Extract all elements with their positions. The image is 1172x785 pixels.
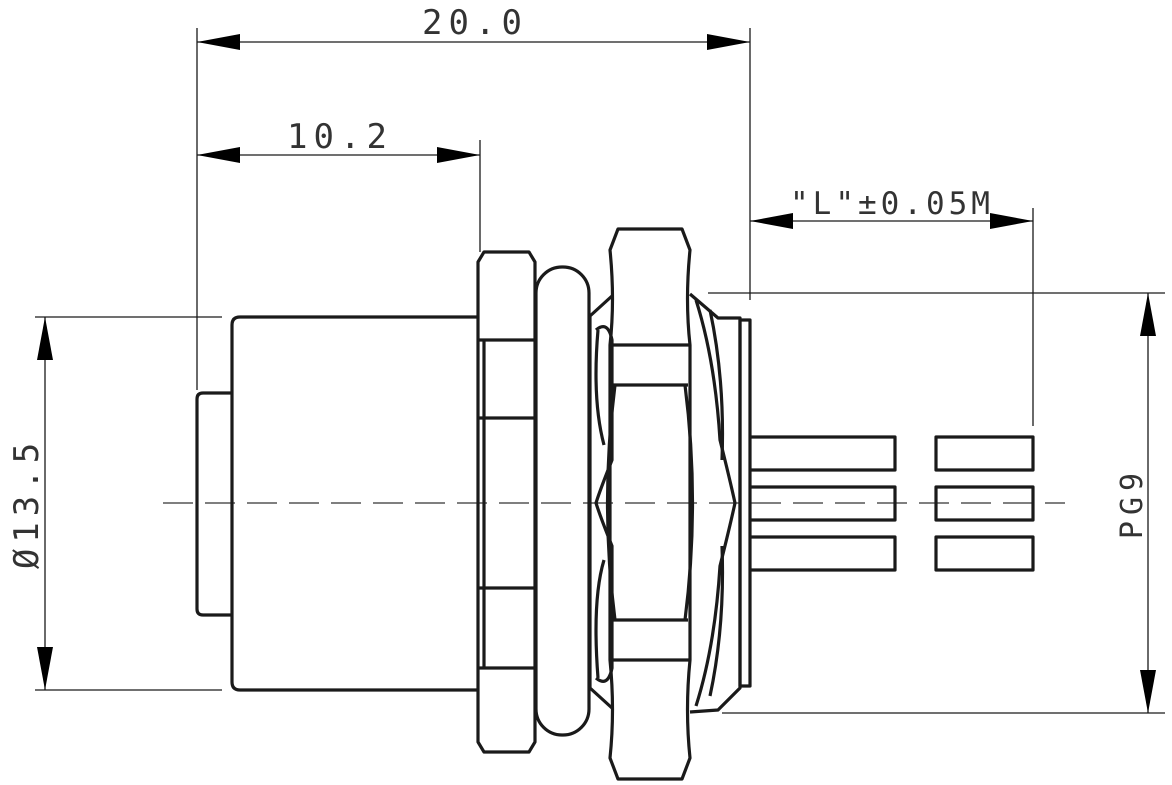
o-ring (534, 265, 591, 737)
dimension-label-10-2: 10.2 (287, 117, 393, 157)
dimension-thread: PG9 (708, 292, 1165, 714)
hex-nut-left (476, 250, 537, 754)
dimension-label-diameter: Ø13.5 (7, 437, 47, 569)
hex-nut-right (605, 227, 695, 781)
dimension-label-L: "L"±0.05M (790, 186, 994, 222)
wire-pins (750, 435, 1035, 572)
dimension-diameter: Ø13.5 (7, 316, 222, 691)
connector-body (195, 315, 478, 692)
dimension-label-thread: PG9 (1115, 467, 1150, 539)
dimension-body-length: 10.2 (197, 117, 481, 252)
dimension-overall-length: 20.0 (196, 3, 751, 390)
dimension-label-20: 20.0 (422, 3, 528, 43)
dimension-cable-length: "L"±0.05M (750, 186, 1034, 426)
thread-section (588, 292, 752, 714)
